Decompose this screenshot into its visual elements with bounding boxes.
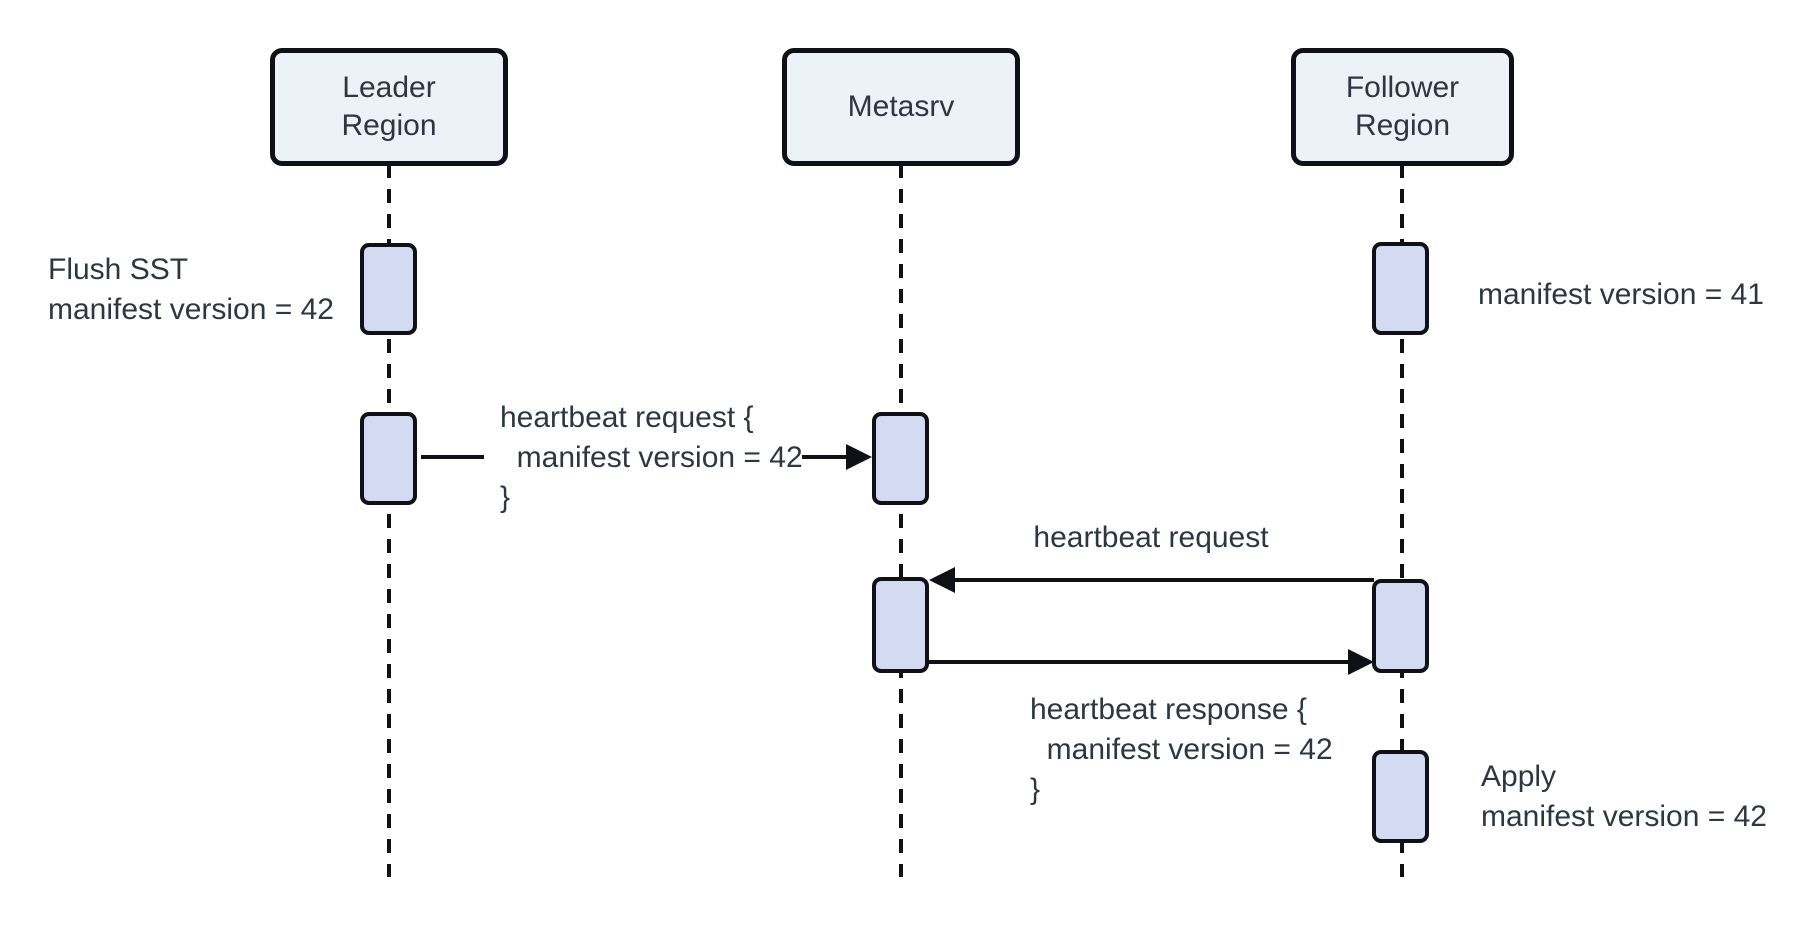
activation-leader-heartbeat [360, 412, 417, 505]
message2-label: heartbeat request [1033, 521, 1269, 554]
message1-label: heartbeat request { manifest version = 4… [500, 401, 803, 514]
note-flush-sst: Flush SST manifest version = 42 [48, 253, 334, 326]
message3-arrowhead-icon [1348, 649, 1374, 675]
activation-follower-heartbeat [1372, 579, 1429, 673]
message1-arrowhead-icon [846, 444, 872, 470]
message1-line-left-segment [421, 455, 484, 459]
message2-line [953, 578, 1374, 582]
message1-line-right-segment [802, 455, 848, 459]
actor-metasrv: Metasrv [782, 48, 1020, 166]
actor-leader-region: Leader Region [270, 48, 508, 166]
message3-label: heartbeat response { manifest version = … [1030, 693, 1333, 806]
lifeline-follower-region [1400, 164, 1404, 877]
note-apply-manifest-42: Apply manifest version = 42 [1481, 760, 1767, 833]
activation-follower-manifest41 [1372, 242, 1429, 335]
activation-metasrv-heartbeat-follower [872, 577, 929, 673]
message3-line [929, 660, 1349, 664]
activation-leader-flush [360, 243, 417, 335]
activation-follower-apply [1372, 750, 1429, 843]
note-manifest-version-41: manifest version = 41 [1478, 278, 1764, 311]
lifeline-leader-region [387, 164, 391, 877]
activation-metasrv-heartbeat-leader [872, 412, 929, 505]
lifeline-metasrv [899, 164, 903, 877]
message2-arrowhead-icon [929, 567, 955, 593]
actor-follower-region: Follower Region [1291, 48, 1514, 166]
